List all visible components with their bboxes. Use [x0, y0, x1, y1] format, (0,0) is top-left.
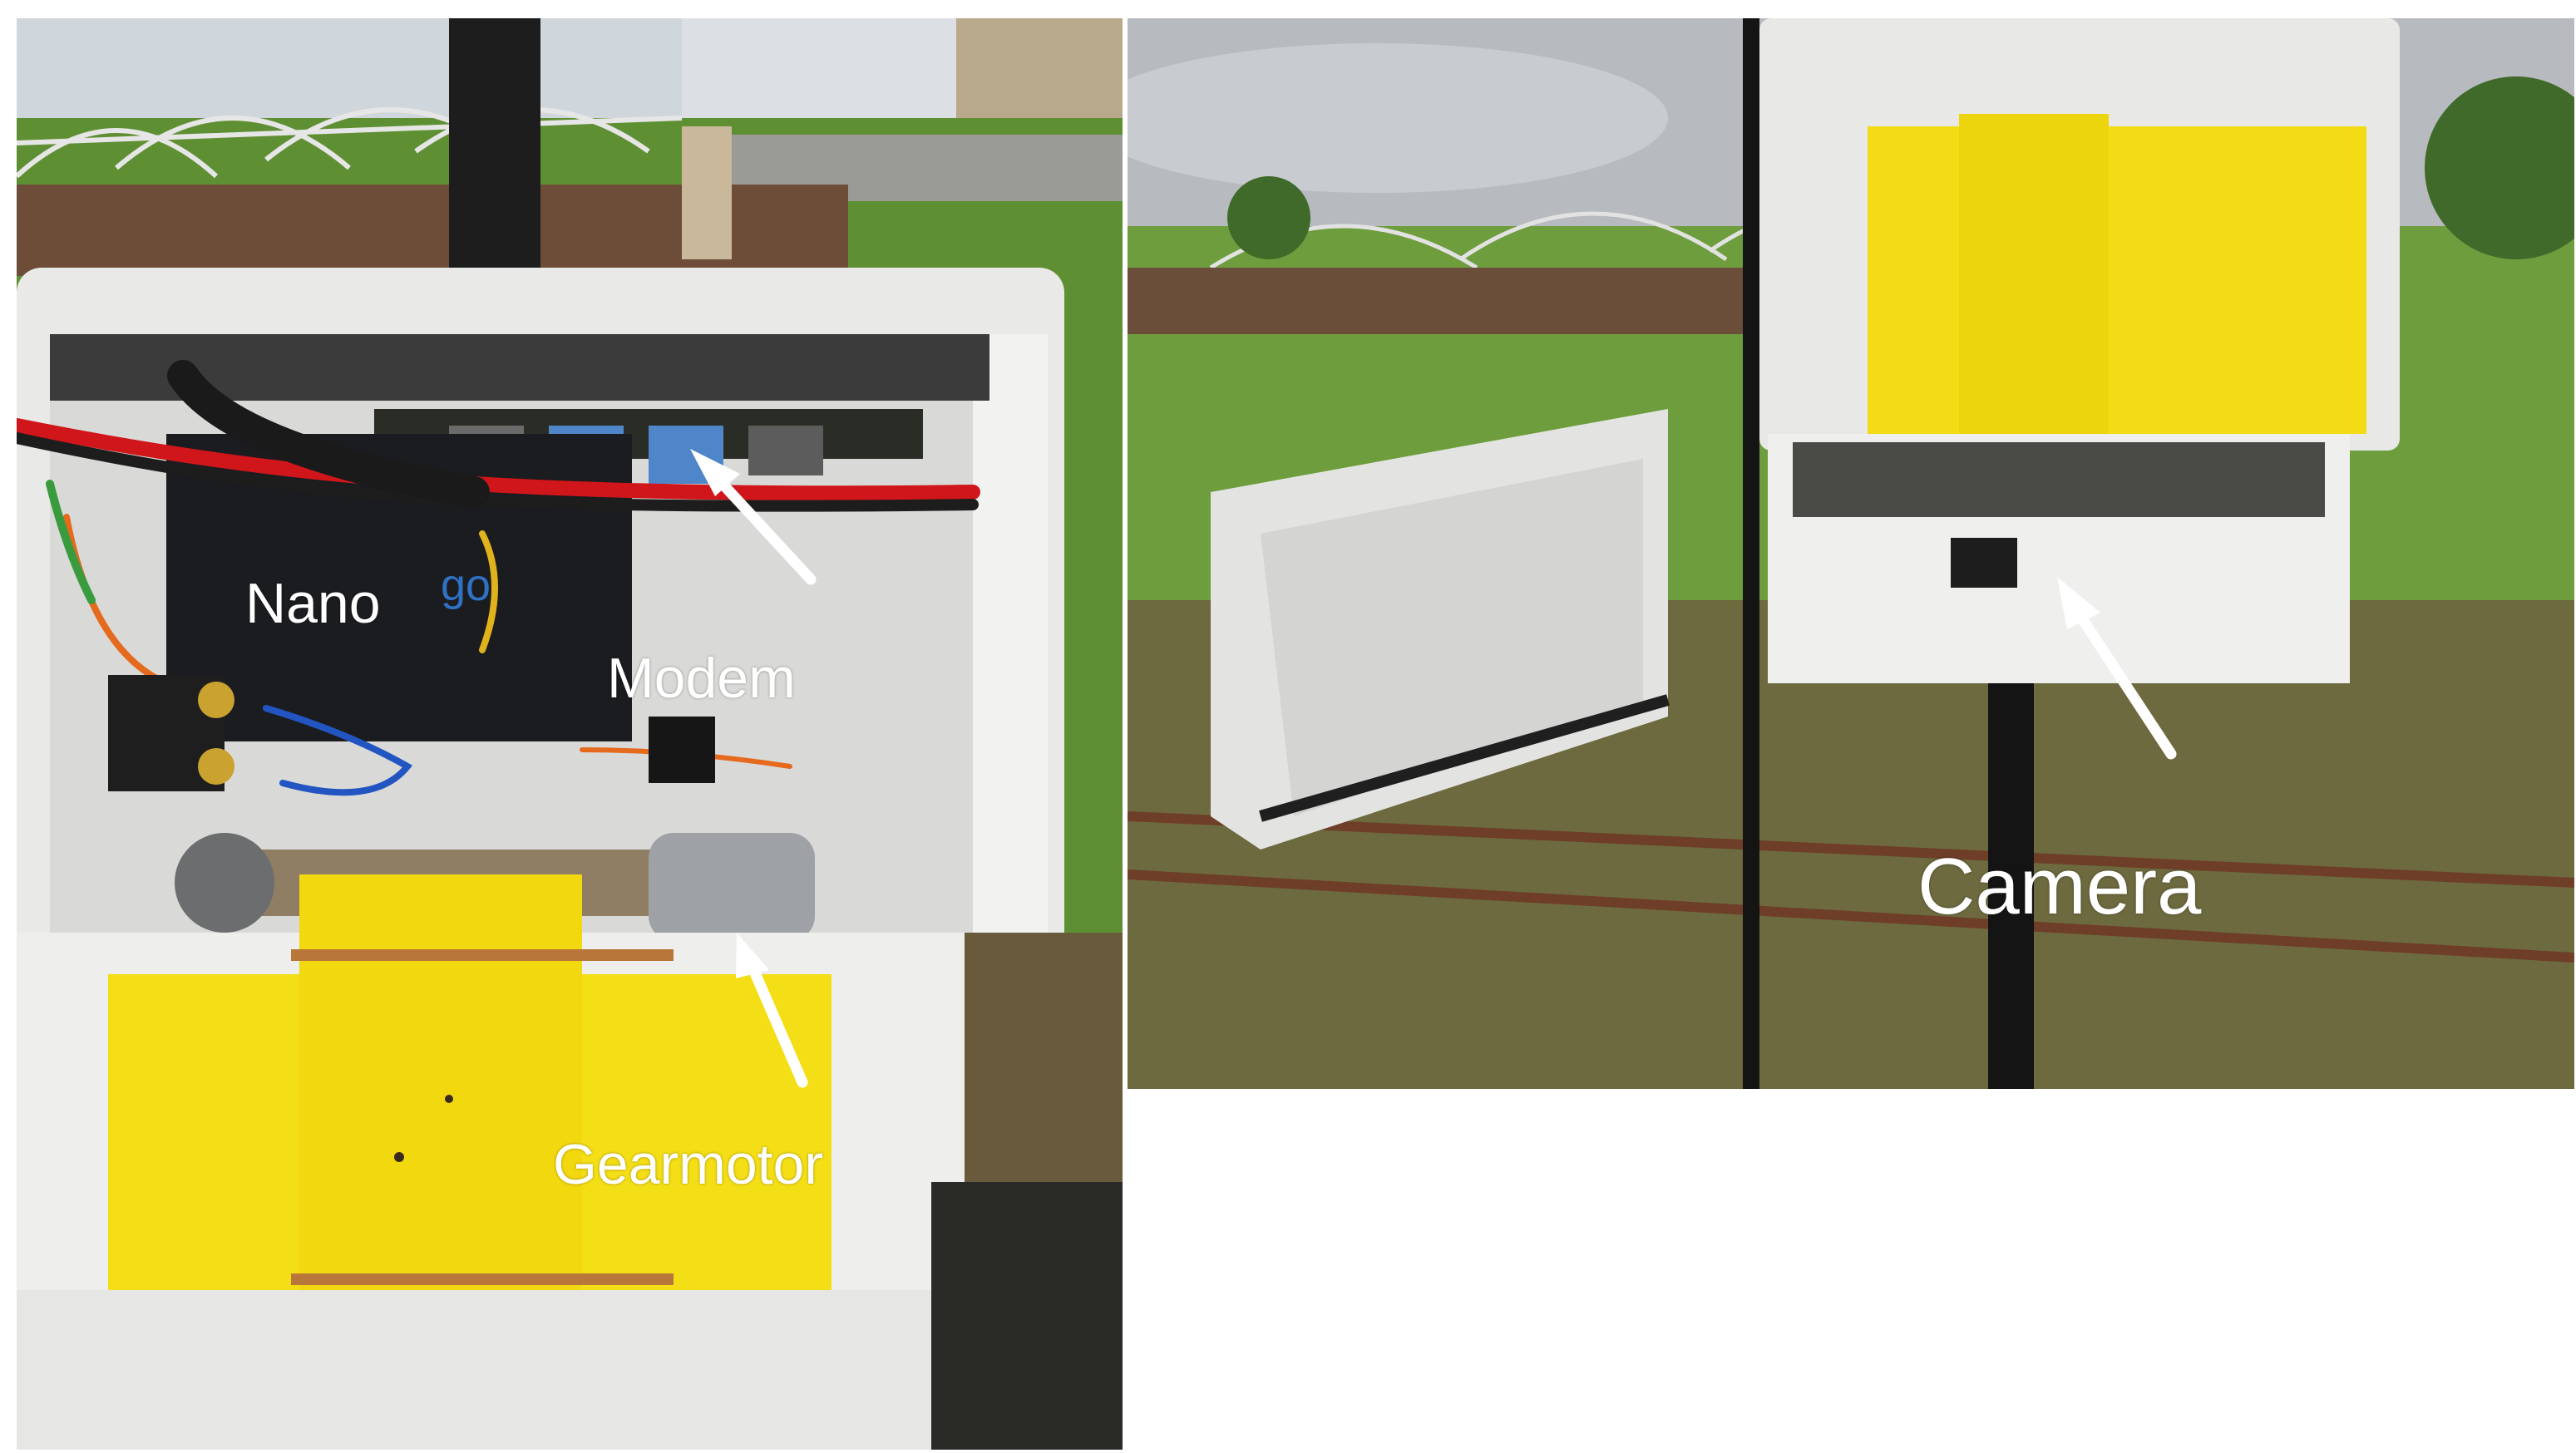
- right-photo-scene: [1128, 18, 2574, 1089]
- camera-module: [1951, 538, 2017, 588]
- mounting-pole: [449, 18, 540, 293]
- yellow-sticky-tape: [1959, 114, 2109, 480]
- terminal-screw: [198, 748, 234, 785]
- post-box: [682, 126, 732, 259]
- cloud: [1128, 43, 1668, 193]
- lid-gasket: [1259, 694, 1670, 822]
- trapped-insect: [445, 1095, 453, 1103]
- lower-box: [17, 1290, 965, 1450]
- yellow-sticky-trap: [1868, 126, 2366, 434]
- connector: [649, 717, 715, 783]
- black-crate: [931, 1182, 1123, 1450]
- hinge-pin: [291, 1273, 674, 1285]
- camera-arrowhead: [2057, 577, 2100, 629]
- left-photo-enclosure-interior: go: [17, 18, 1123, 1450]
- terminal-screw: [198, 682, 234, 718]
- gearmotor: [649, 833, 815, 941]
- board-logo: go: [441, 560, 491, 610]
- label-gearmotor: Gearmotor: [553, 1133, 823, 1196]
- tripod-leg: [1988, 650, 2034, 1089]
- electronics-bay: [1793, 442, 2325, 517]
- cables: [17, 360, 980, 796]
- tree: [2425, 76, 2574, 259]
- gearmotor-arrow: [743, 952, 808, 1088]
- enclosure-side-wall: [973, 334, 1048, 933]
- building: [956, 18, 1123, 118]
- label-camera: Camera: [1917, 842, 2202, 931]
- mounting-pole: [1743, 18, 1759, 1089]
- annotation-arrows: [2057, 577, 2177, 760]
- trapped-insect: [394, 1152, 404, 1162]
- camera-arrow: [2070, 603, 2177, 760]
- tree: [1227, 176, 1310, 259]
- right-photo-enclosure-camera: Camera: [1128, 18, 2574, 1089]
- label-modem: Modem: [607, 647, 796, 710]
- hinge-pin: [291, 949, 674, 961]
- left-photo-scene: go: [17, 18, 1123, 1450]
- modem-arrowhead: [690, 449, 740, 496]
- shaft-hub: [175, 833, 274, 933]
- modem-arrow: [705, 465, 817, 585]
- rails: [1128, 811, 2574, 963]
- lid-inner: [1261, 459, 1643, 816]
- annotation-arrows: [690, 449, 817, 1088]
- label-nano: Nano: [245, 572, 381, 635]
- gearmotor-arrowhead: [736, 933, 769, 978]
- yellow-sticky-tape: [299, 874, 582, 1290]
